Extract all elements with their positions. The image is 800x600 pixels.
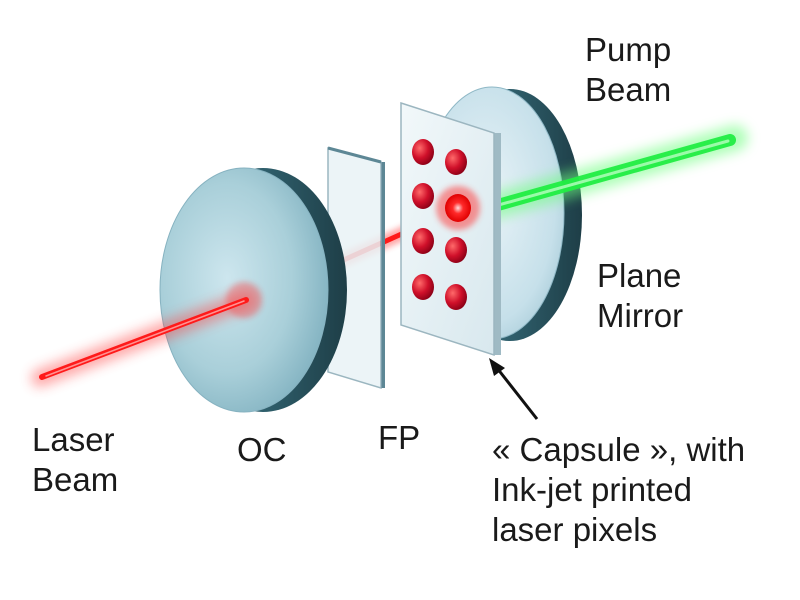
capsule-label: « Capsule », with Ink-jet printed laser … [492, 430, 745, 550]
capsule-pixels [412, 139, 480, 310]
fp-label: FP [378, 419, 421, 456]
laser-beam-label-line: Laser [32, 421, 115, 458]
plane-mirror-label: Plane Mirror [597, 256, 683, 336]
capsule-pixel [412, 139, 434, 165]
pump-beam-label-line: Pump [585, 31, 672, 68]
capsule-pixel [445, 284, 467, 310]
capsule-pixel [412, 183, 434, 209]
laser-beam-label-line: Beam [32, 461, 119, 498]
plane-mirror-label-line: Mirror [597, 297, 684, 334]
pump-beam-label: Pump Beam [585, 30, 671, 110]
laser-beam [31, 291, 255, 387]
output-coupler [159, 167, 347, 413]
plane-mirror-label-line: Plane [597, 257, 682, 294]
capsule [400, 101, 501, 357]
pump-beam [449, 125, 748, 228]
capsule-pixel [412, 274, 434, 300]
pump-beam-label-line: Beam [585, 71, 672, 108]
laser-beam-label: Laser Beam [32, 420, 118, 500]
oc-label: OC [237, 431, 287, 468]
capsule-label-line: laser pixels [492, 511, 658, 548]
capsule-pixel-lit [445, 194, 471, 222]
capsule-pointer-arrow [489, 358, 539, 420]
capsule-label-line: Ink-jet printed [492, 471, 692, 508]
capsule-pixel [412, 228, 434, 254]
capsule-label-line: « Capsule », with [492, 431, 746, 468]
capsule-pixel [445, 149, 467, 175]
capsule-pixel [445, 237, 467, 263]
